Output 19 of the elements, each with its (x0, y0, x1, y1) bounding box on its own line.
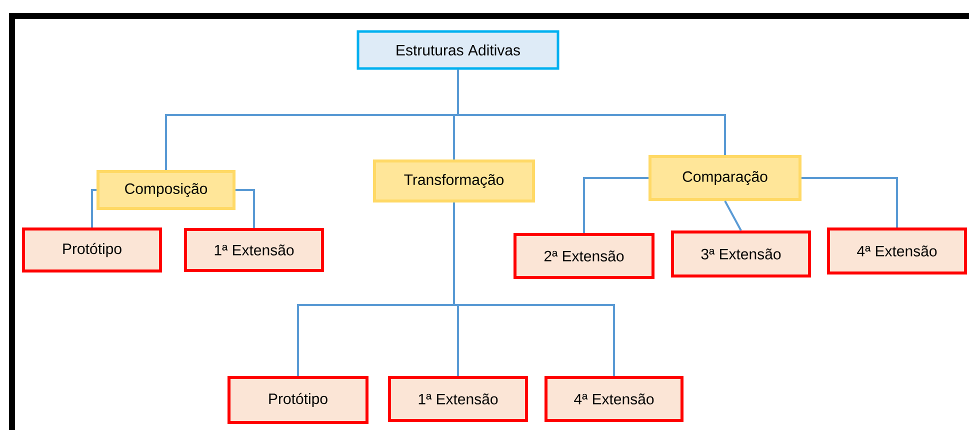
leaf-box: 1ª Extensão (184, 228, 324, 272)
title-box: Estruturas Aditivas (356, 30, 560, 70)
leaf-box: 4ª Extensão (827, 228, 967, 274)
connector-line (91, 189, 96, 228)
connector-line (724, 200, 742, 231)
leaf-box: 2ª Extensão (514, 233, 654, 279)
leaf-box: Protótipo (228, 376, 368, 424)
connector-line (236, 189, 255, 228)
connector-line (802, 177, 898, 228)
leaf-box: 1ª Extensão (388, 376, 528, 422)
connector-line (583, 177, 648, 233)
category-box: Composição (96, 170, 236, 210)
leaf-box: 3ª Extensão (671, 230, 811, 278)
category-box: Transformação (373, 160, 535, 202)
leaf-box: 4ª Extensão (544, 376, 684, 422)
leaf-box: Protótipo (22, 228, 162, 272)
category-box: Comparação (648, 155, 802, 201)
connector-line (457, 70, 726, 155)
connector-line (453, 202, 615, 376)
